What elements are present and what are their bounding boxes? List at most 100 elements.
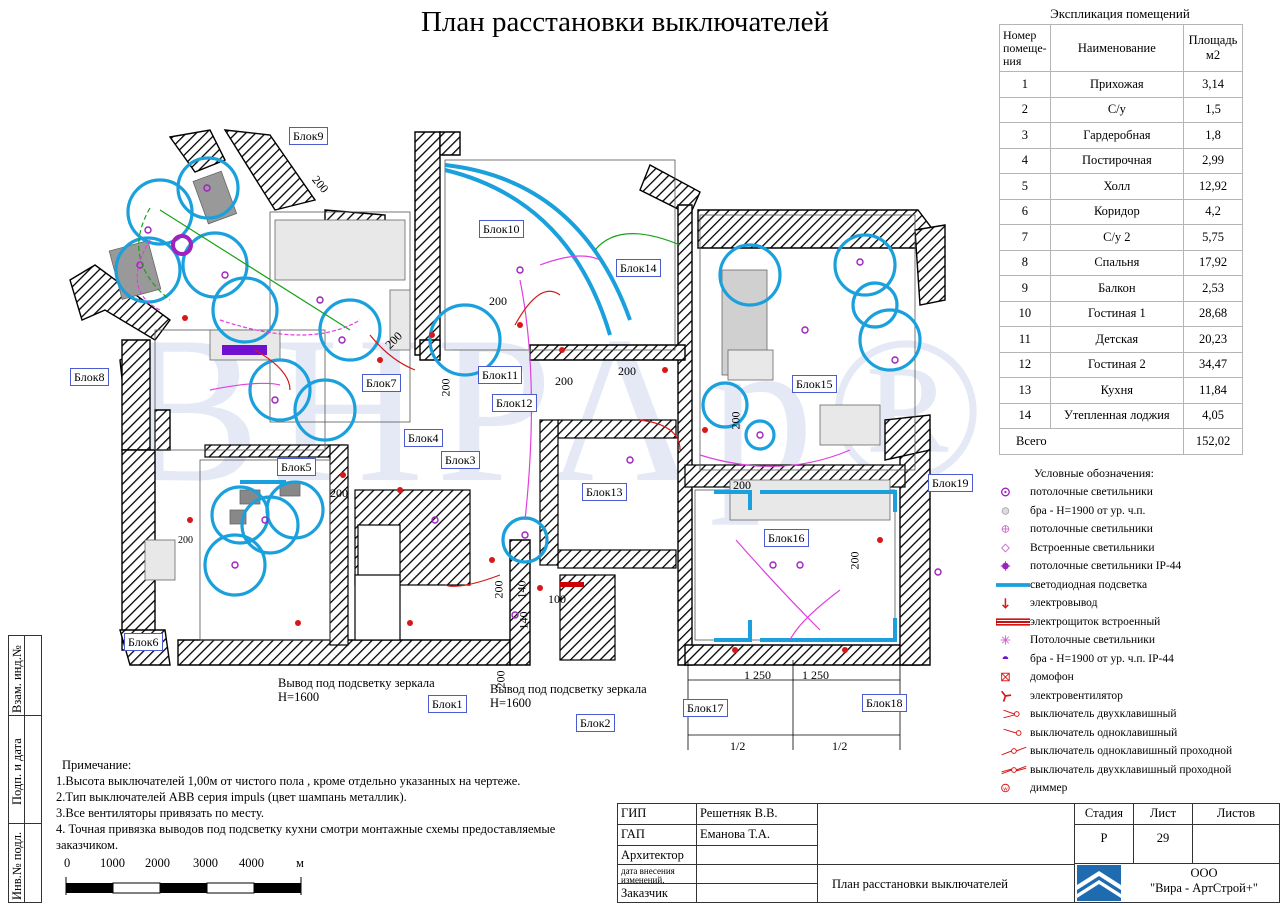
wall-sconce-icon [996, 503, 1030, 519]
ceiling-light-ip44-icon [996, 558, 1030, 574]
dim-100: 100 [548, 592, 566, 606]
legend-item: потолочные светильники [996, 520, 1280, 539]
explication-room-name: Гардеробная [1049, 122, 1185, 149]
side-strip-replacement: Взам. инд.№ [10, 645, 24, 713]
switch-markers [182, 315, 883, 653]
stamp-architect-label: Архитектор [617, 845, 697, 865]
stamp-sheet-title: План расстановки выключателей [817, 864, 1075, 903]
dim-200: 200 [847, 551, 862, 570]
dim-200: 200 [489, 294, 507, 308]
legend-item-label: потолочные светильники [1030, 486, 1153, 499]
explication-room-area: 4,2 [1183, 198, 1243, 225]
legend-item: электровентилятор [996, 687, 1280, 706]
scale-tick-1000: 1000 [100, 856, 125, 870]
explication-room-name: С/у 2 [1049, 224, 1185, 251]
ceiling-light-alt-icon [996, 521, 1030, 537]
legend-item-label: потолочные светильники [1030, 523, 1153, 536]
explication-room-number: 3 [999, 122, 1051, 149]
dim-200: 200 [555, 374, 573, 388]
block-label: Блок8 [70, 368, 109, 386]
stamp-changes-label: дата внесения изменений. [617, 864, 697, 885]
legend-item: выключатель двухклавишный [996, 705, 1280, 724]
stamp-stage-label: Стадия [1074, 803, 1134, 825]
explication-room-name: Гостиная 2 [1049, 351, 1185, 378]
explication-room-number: 12 [999, 351, 1051, 378]
note-line: 3.Все вентиляторы привязать по месту. [56, 806, 264, 820]
explication-room-name: Кухня [1049, 377, 1185, 404]
light-points [136, 184, 942, 619]
dim-200: 200 [728, 411, 743, 430]
wires [136, 207, 851, 641]
legend-item: бра - Н=1900 от ур. ч.п. [996, 502, 1280, 521]
legend-item: Встроенные светильники [996, 539, 1280, 558]
explication-header-row: Номер помеще-ния Наименование Площадь м2 [999, 24, 1243, 72]
explication-room-name: Балкон [1049, 275, 1185, 302]
single-switch-icon [996, 725, 1030, 741]
explication-room-area: 20,23 [1183, 326, 1243, 353]
drawing-title: План расстановки выключателей [420, 6, 830, 38]
legend-item: Потолочные светильники [996, 631, 1280, 650]
stamp-architect-value [696, 845, 818, 865]
notes-heading: Примечание: [62, 758, 132, 772]
dimension-lines [687, 660, 901, 750]
legend-item: электровывод [996, 594, 1280, 613]
scale-tick-2000: 2000 [145, 856, 170, 870]
legend-item: выключатель одноклавишный проходной [996, 742, 1280, 761]
explication-room-name: Холл [1049, 173, 1185, 200]
dim-half: 1/2 [730, 739, 746, 753]
explication-room-number: 2 [999, 96, 1051, 123]
double-pass-switch-icon [996, 762, 1030, 778]
explication-room-name: Коридор [1049, 198, 1185, 225]
legend-item: потолочные светильники IP-44 [996, 557, 1280, 576]
scale-bar: 0 1000 2000 3000 4000 м [64, 856, 304, 895]
block-label: Блок3 [441, 451, 480, 469]
legend-item: выключатель одноклавишный [996, 724, 1280, 743]
explication-caption: Экспликация помещений [1050, 6, 1190, 21]
explication-room-name: Гостиная 1 [1049, 300, 1185, 327]
explication-room-area: 2,99 [1183, 147, 1243, 174]
explication-room-name: С/у [1049, 96, 1185, 123]
legend-item-label: электровывод [1030, 597, 1098, 610]
explication-room-name: Постирочная [1049, 147, 1185, 174]
explication-total-label: Всего [999, 428, 1184, 455]
legend-item-label: бра - Н=1900 от ур. ч.п. IP-44 [1030, 652, 1174, 665]
explication-room-number: 8 [999, 249, 1051, 276]
legend-item: бра - Н=1900 от ур. ч.п. IP-44 [996, 650, 1280, 669]
ceiling-light-star-icon [996, 632, 1030, 648]
block-label: Блок17 [683, 699, 728, 717]
legend: Условные обозначения: потолочные светиль… [996, 466, 1280, 798]
legend-item-label: светодиодная подсветка [1030, 578, 1148, 591]
stamp-gap-label: ГАП [617, 824, 697, 846]
explication-total-value: 152,02 [1183, 428, 1243, 455]
legend-item: электрощиток встроенный [996, 613, 1280, 632]
block-label: Блок10 [479, 220, 524, 238]
electrical-panel [560, 582, 584, 587]
stamp-sheets-label: Листов [1192, 803, 1280, 825]
block-label: Блок1 [428, 695, 467, 713]
explication-room-number: 13 [999, 377, 1051, 404]
explication-room-number: 9 [999, 275, 1051, 302]
stamp-customer-label: Заказчик [617, 883, 697, 903]
company-logo-icon [1077, 865, 1121, 901]
stamp-sheets-value [1192, 824, 1280, 864]
notes: Примечание: 1.Высота выключателей 1,00м … [56, 757, 616, 853]
explication-room-number: 5 [999, 173, 1051, 200]
block-label: Блок7 [362, 374, 401, 392]
dim-1250: 1 250 [744, 668, 771, 682]
stamp-top-blank [817, 803, 1075, 865]
floor-plan [69, 129, 946, 750]
legend-item: выключатель двухклавишный проходной [996, 761, 1280, 780]
block-label: Блок5 [277, 458, 316, 476]
block-label: Блок4 [404, 429, 443, 447]
stamp-sheet-label: Лист [1133, 803, 1193, 825]
ceiling-light-icon [996, 484, 1030, 500]
legend-item: домофон [996, 668, 1280, 687]
block-label: Блок11 [478, 366, 523, 384]
intercom-icon [996, 669, 1030, 685]
